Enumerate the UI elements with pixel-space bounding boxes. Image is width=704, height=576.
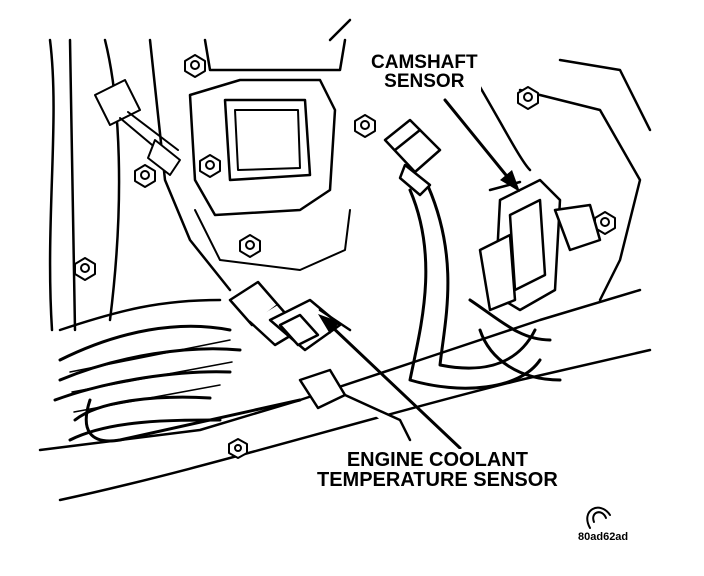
camshaft-plug (383, 118, 442, 197)
upper-left-connector (94, 79, 181, 176)
camshaft-label-line-2: SENSOR (384, 71, 465, 92)
camshaft-leader (443, 98, 520, 192)
camshaft-label-line-1: CAMSHAFT (371, 52, 478, 73)
camshaft-sensor (478, 178, 602, 312)
coolant-label-line-1: ENGINE COOLANT (346, 449, 528, 471)
coolant-harness (53, 324, 302, 443)
thermostat-housing (188, 78, 351, 271)
camshaft-harness (408, 184, 562, 390)
coolant-sensor (228, 280, 412, 442)
mounting-bolts (74, 54, 616, 459)
camshaft-sensor-label: CAMSHAFT SENSOR (368, 52, 481, 92)
figure-mark (586, 506, 611, 529)
coolant-leader (318, 314, 462, 450)
coolant-label-line-2: TEMPERATURE SENSOR (317, 469, 558, 491)
coolant-sensor-label: ENGINE COOLANT TEMPERATURE SENSOR (314, 449, 561, 491)
figure-code: 80ad62ad (576, 531, 631, 543)
